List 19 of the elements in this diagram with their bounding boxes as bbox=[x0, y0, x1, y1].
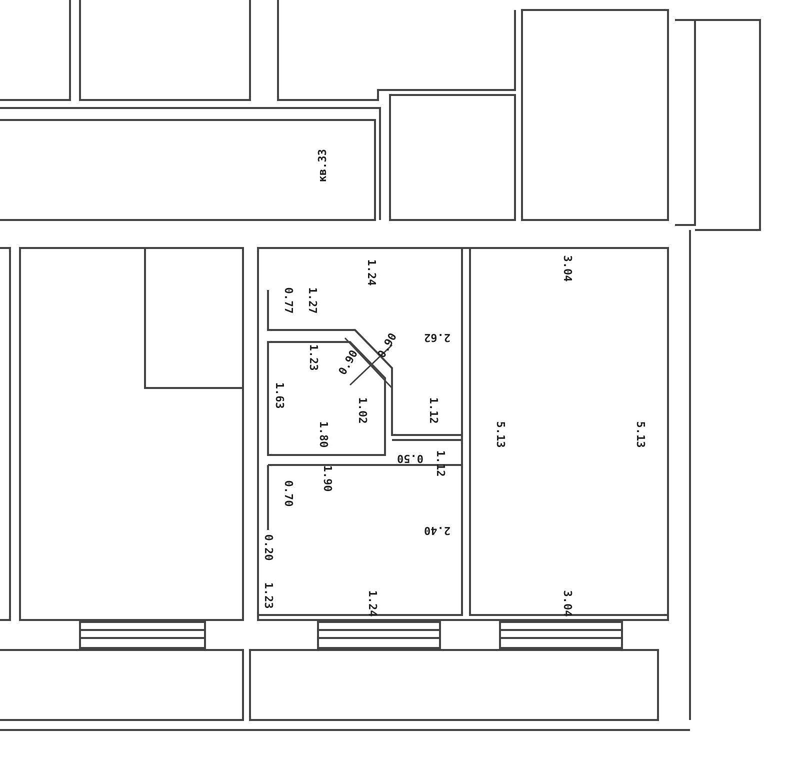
dimension-label: 5.13 bbox=[634, 420, 646, 448]
dimension-label: 1.23 bbox=[307, 344, 318, 370]
apartment-label: кв.33 bbox=[316, 148, 328, 182]
dimension-label: 2.40 bbox=[424, 524, 450, 536]
dimension-label: 0.77 bbox=[282, 286, 294, 314]
dimension-label: 1.12 bbox=[427, 396, 438, 424]
dimension-label: 0.50 bbox=[396, 452, 423, 464]
dimension-label: 1.02 bbox=[356, 396, 368, 424]
dimension-label: 0.20 bbox=[262, 534, 274, 560]
dimension-label: 5.13 bbox=[494, 420, 506, 448]
dimension-label: 2.62 bbox=[424, 332, 450, 342]
dimension-label: 3.04 bbox=[561, 254, 572, 282]
dimension-label: 1.24 bbox=[365, 258, 376, 286]
dimension-label: 1.63 bbox=[273, 382, 284, 408]
dimension-label: 1.90 bbox=[321, 464, 332, 492]
dimension-label: 0.70 bbox=[282, 480, 294, 506]
dimension-label: 1.27 bbox=[306, 286, 318, 314]
dimension-label: 1.80 bbox=[317, 420, 328, 448]
dimension-label: 1.23 bbox=[262, 582, 274, 608]
